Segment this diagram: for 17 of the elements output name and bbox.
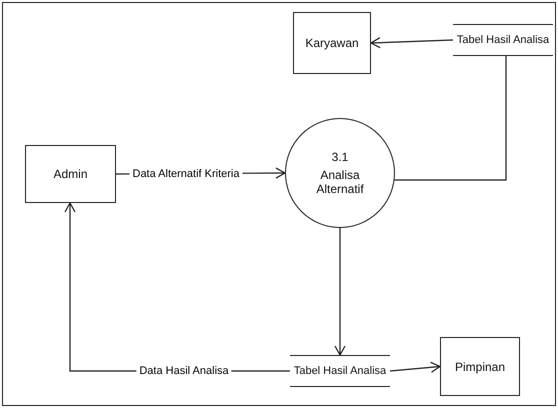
external-entity-box [25,145,116,203]
process-number: 3.1 [332,150,348,164]
node-label: Tabel Hasil Analisa [294,365,386,377]
edge-label: Data Hasil Analisa [136,365,232,377]
node-label: Pimpinan [454,360,506,374]
node-label: Admin [53,167,88,181]
connector-line [394,56,507,181]
external-entity-box [293,12,371,74]
flow-arrow [390,362,441,373]
node-label: Tabel Hasil Analisa [456,34,550,46]
node-label: Karyawan [305,36,359,50]
data-store [453,24,553,56]
external-entity-box [440,337,520,396]
edge-label: Data Alternatif Kriteria [130,168,242,180]
node-label: Analisa Alternatif [315,168,365,196]
flow-arrow [334,228,346,356]
flow-arrow [370,37,454,48]
